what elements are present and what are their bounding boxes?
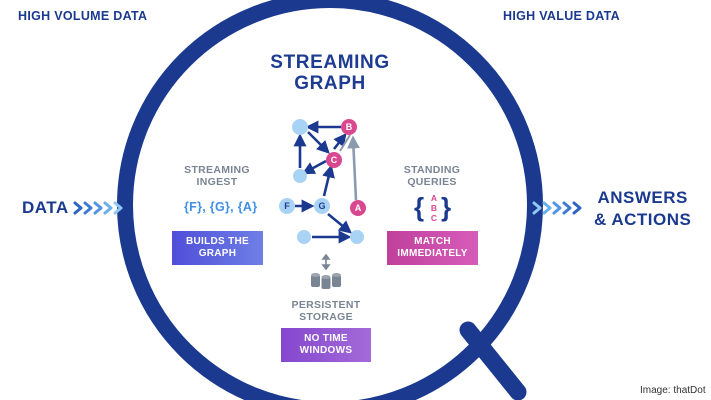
title-line-2: GRAPH	[294, 73, 366, 94]
match-line-1: MATCH	[414, 236, 451, 247]
query-pattern-icon: { A B C }	[414, 191, 454, 225]
node-b-label: B	[346, 122, 353, 132]
node-bottom-left	[297, 230, 311, 244]
no-time-windows-button: NO TIME WINDOWS	[281, 328, 371, 362]
queries-heading-line-1: STANDING	[403, 164, 461, 176]
high-volume-data-label: HIGH VOLUME DATA	[18, 9, 148, 23]
node-a	[350, 200, 366, 216]
edge-b-to-c-grey	[339, 134, 351, 152]
ingest-sets-text: {F}, {G}, {A}	[184, 200, 258, 214]
no-time-line-2: WINDOWS	[299, 345, 353, 356]
match-immediately-button: MATCH IMMEDIATELY	[387, 231, 478, 265]
ingest-heading-line-1: STREAMING	[184, 164, 250, 176]
chevrons-right-icon	[73, 201, 123, 215]
standing-queries-heading: STANDING QUERIES	[389, 164, 475, 188]
builds-graph-line-2: GRAPH	[198, 248, 237, 259]
node-f-label: F	[284, 201, 290, 211]
streaming-ingest-heading: STREAMING INGEST	[172, 164, 262, 188]
node-b	[341, 119, 357, 135]
edge-c-to-b	[332, 132, 347, 150]
high-value-data-label: HIGH VALUE DATA	[503, 9, 620, 23]
no-time-line-1: NO TIME	[304, 333, 348, 344]
node-top-left	[292, 119, 308, 135]
node-bottom-right	[350, 230, 364, 244]
query-letters: A B C	[429, 193, 439, 223]
streaming-graph-diagram: B C F G A	[279, 119, 366, 244]
brace-left-icon: {	[414, 192, 425, 222]
edge-c-to-ml	[301, 159, 327, 175]
node-g-label: G	[318, 201, 325, 211]
database-icon	[311, 254, 341, 289]
queries-heading-line-2: QUERIES	[407, 176, 457, 188]
title-line-1: STREAMING	[270, 52, 390, 73]
answers-line-2: & ACTIONS	[594, 210, 692, 229]
answers-line-1: ANSWERS	[597, 188, 688, 207]
match-line-2: IMMEDIATELY	[397, 248, 468, 259]
node-f	[279, 198, 295, 214]
edge-g-to-c	[322, 164, 335, 197]
data-input-label: DATA	[22, 198, 69, 217]
builds-graph-button: BUILDS THE GRAPH	[172, 231, 263, 265]
persistent-storage-heading: PERSISTENT STORAGE	[280, 299, 372, 323]
builds-graph-line-1: BUILDS THE	[186, 236, 249, 247]
edge-a-to-b	[347, 135, 360, 201]
ingest-heading-line-2: INGEST	[196, 176, 238, 188]
query-letter-a: A	[430, 193, 438, 203]
storage-heading-line-2: STORAGE	[299, 311, 353, 323]
storage-heading-line-1: PERSISTENT	[291, 299, 361, 311]
node-c-label: C	[331, 155, 338, 165]
node-c	[326, 152, 342, 168]
brace-right-icon: }	[441, 192, 452, 222]
page-title: STREAMING GRAPH	[240, 52, 420, 94]
node-g	[314, 198, 330, 214]
edge-g-to-br	[327, 212, 353, 234]
edge-tl-to-c	[307, 131, 330, 154]
node-mid-left	[293, 169, 307, 183]
node-a-label: A	[355, 203, 362, 213]
query-letter-c: C	[430, 213, 438, 223]
query-letter-b: B	[430, 203, 438, 213]
image-credit: Image: thatDot	[640, 385, 706, 396]
answers-actions-label: ANSWERS & ACTIONS	[594, 187, 691, 231]
chevrons-right-output-icon	[532, 201, 582, 215]
